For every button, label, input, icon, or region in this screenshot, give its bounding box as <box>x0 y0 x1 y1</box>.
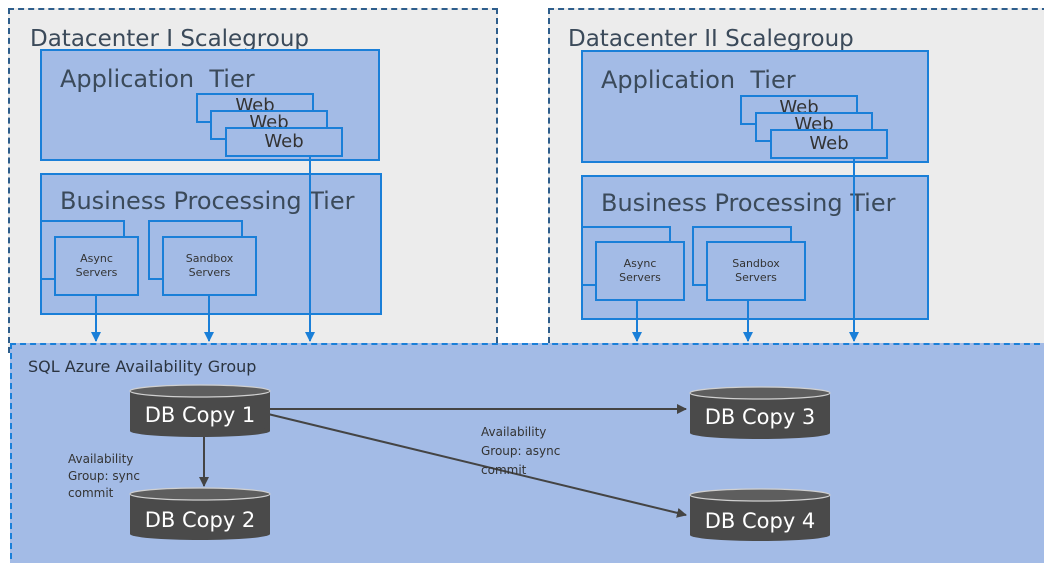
async-label-line-3: commit <box>481 463 527 477</box>
dc1-sandbox-servers: Sandbox Servers <box>162 236 257 296</box>
sync-commit-label: Availability Group: sync commit <box>68 452 144 500</box>
dc1-web-server-card-3: Web <box>225 127 343 157</box>
dc1-sandbox-label: Sandbox <box>185 252 234 266</box>
dc2-sandbox-servers: Sandbox Servers <box>706 241 806 301</box>
db-copy-2-cylinder: DB Copy 2 <box>129 487 271 540</box>
db-copy-4-label: DB Copy 4 <box>705 509 816 533</box>
dc1-async-servers: Async Servers <box>54 236 139 296</box>
dc2-web-server-card-3: Web <box>770 129 888 159</box>
dc2-async-servers-label: Servers <box>619 271 661 284</box>
datacenter-2-title: Datacenter II Scalegroup <box>568 26 854 52</box>
async-label-line-1: Availability <box>481 425 546 439</box>
sync-label-line-1: Availability <box>68 452 133 466</box>
dc2-async-servers: Async Servers <box>595 241 685 301</box>
db-copy-2-label: DB Copy 2 <box>145 508 256 532</box>
async-label-line-2: Group: async <box>481 444 560 458</box>
async-commit-arrow-copy4 <box>267 413 687 518</box>
db-copy-3-label: DB Copy 3 <box>705 405 816 429</box>
dc2-web-label-3: Web <box>809 132 849 154</box>
db-copy-1-label: DB Copy 1 <box>145 403 256 427</box>
dc2-application-tier-label: Application Tier <box>601 66 796 94</box>
sql-group-title: SQL Azure Availability Group <box>28 357 257 376</box>
dc1-async-servers-label: Servers <box>75 266 118 279</box>
sync-label-line-2: Group: sync <box>68 469 140 483</box>
dc1-application-tier-label: Application Tier <box>60 65 255 93</box>
dc2-sandbox-label: Sandbox <box>732 257 780 271</box>
datacenter-1-title: Datacenter I Scalegroup <box>30 26 309 52</box>
dc1-business-processing-tier-label: Business Processing Tier <box>60 187 355 215</box>
async-commit-label: Availability Group: async commit <box>481 425 564 477</box>
sync-label-line-3: commit <box>68 486 114 500</box>
dc2-async-label: Async <box>623 257 657 271</box>
db-copy-4-cylinder: DB Copy 4 <box>689 488 831 541</box>
db-copy-3-cylinder: DB Copy 3 <box>689 386 831 439</box>
db-copy-1-cylinder: DB Copy 1 <box>129 384 271 437</box>
dc2-business-processing-tier-label: Business Processing Tier <box>601 189 896 217</box>
dc1-sandbox-servers-label: Servers <box>188 266 231 279</box>
dc2-sandbox-servers-label: Servers <box>735 271 777 284</box>
dc1-async-label: Async <box>80 252 113 266</box>
dc1-web-label-3: Web <box>264 130 304 152</box>
